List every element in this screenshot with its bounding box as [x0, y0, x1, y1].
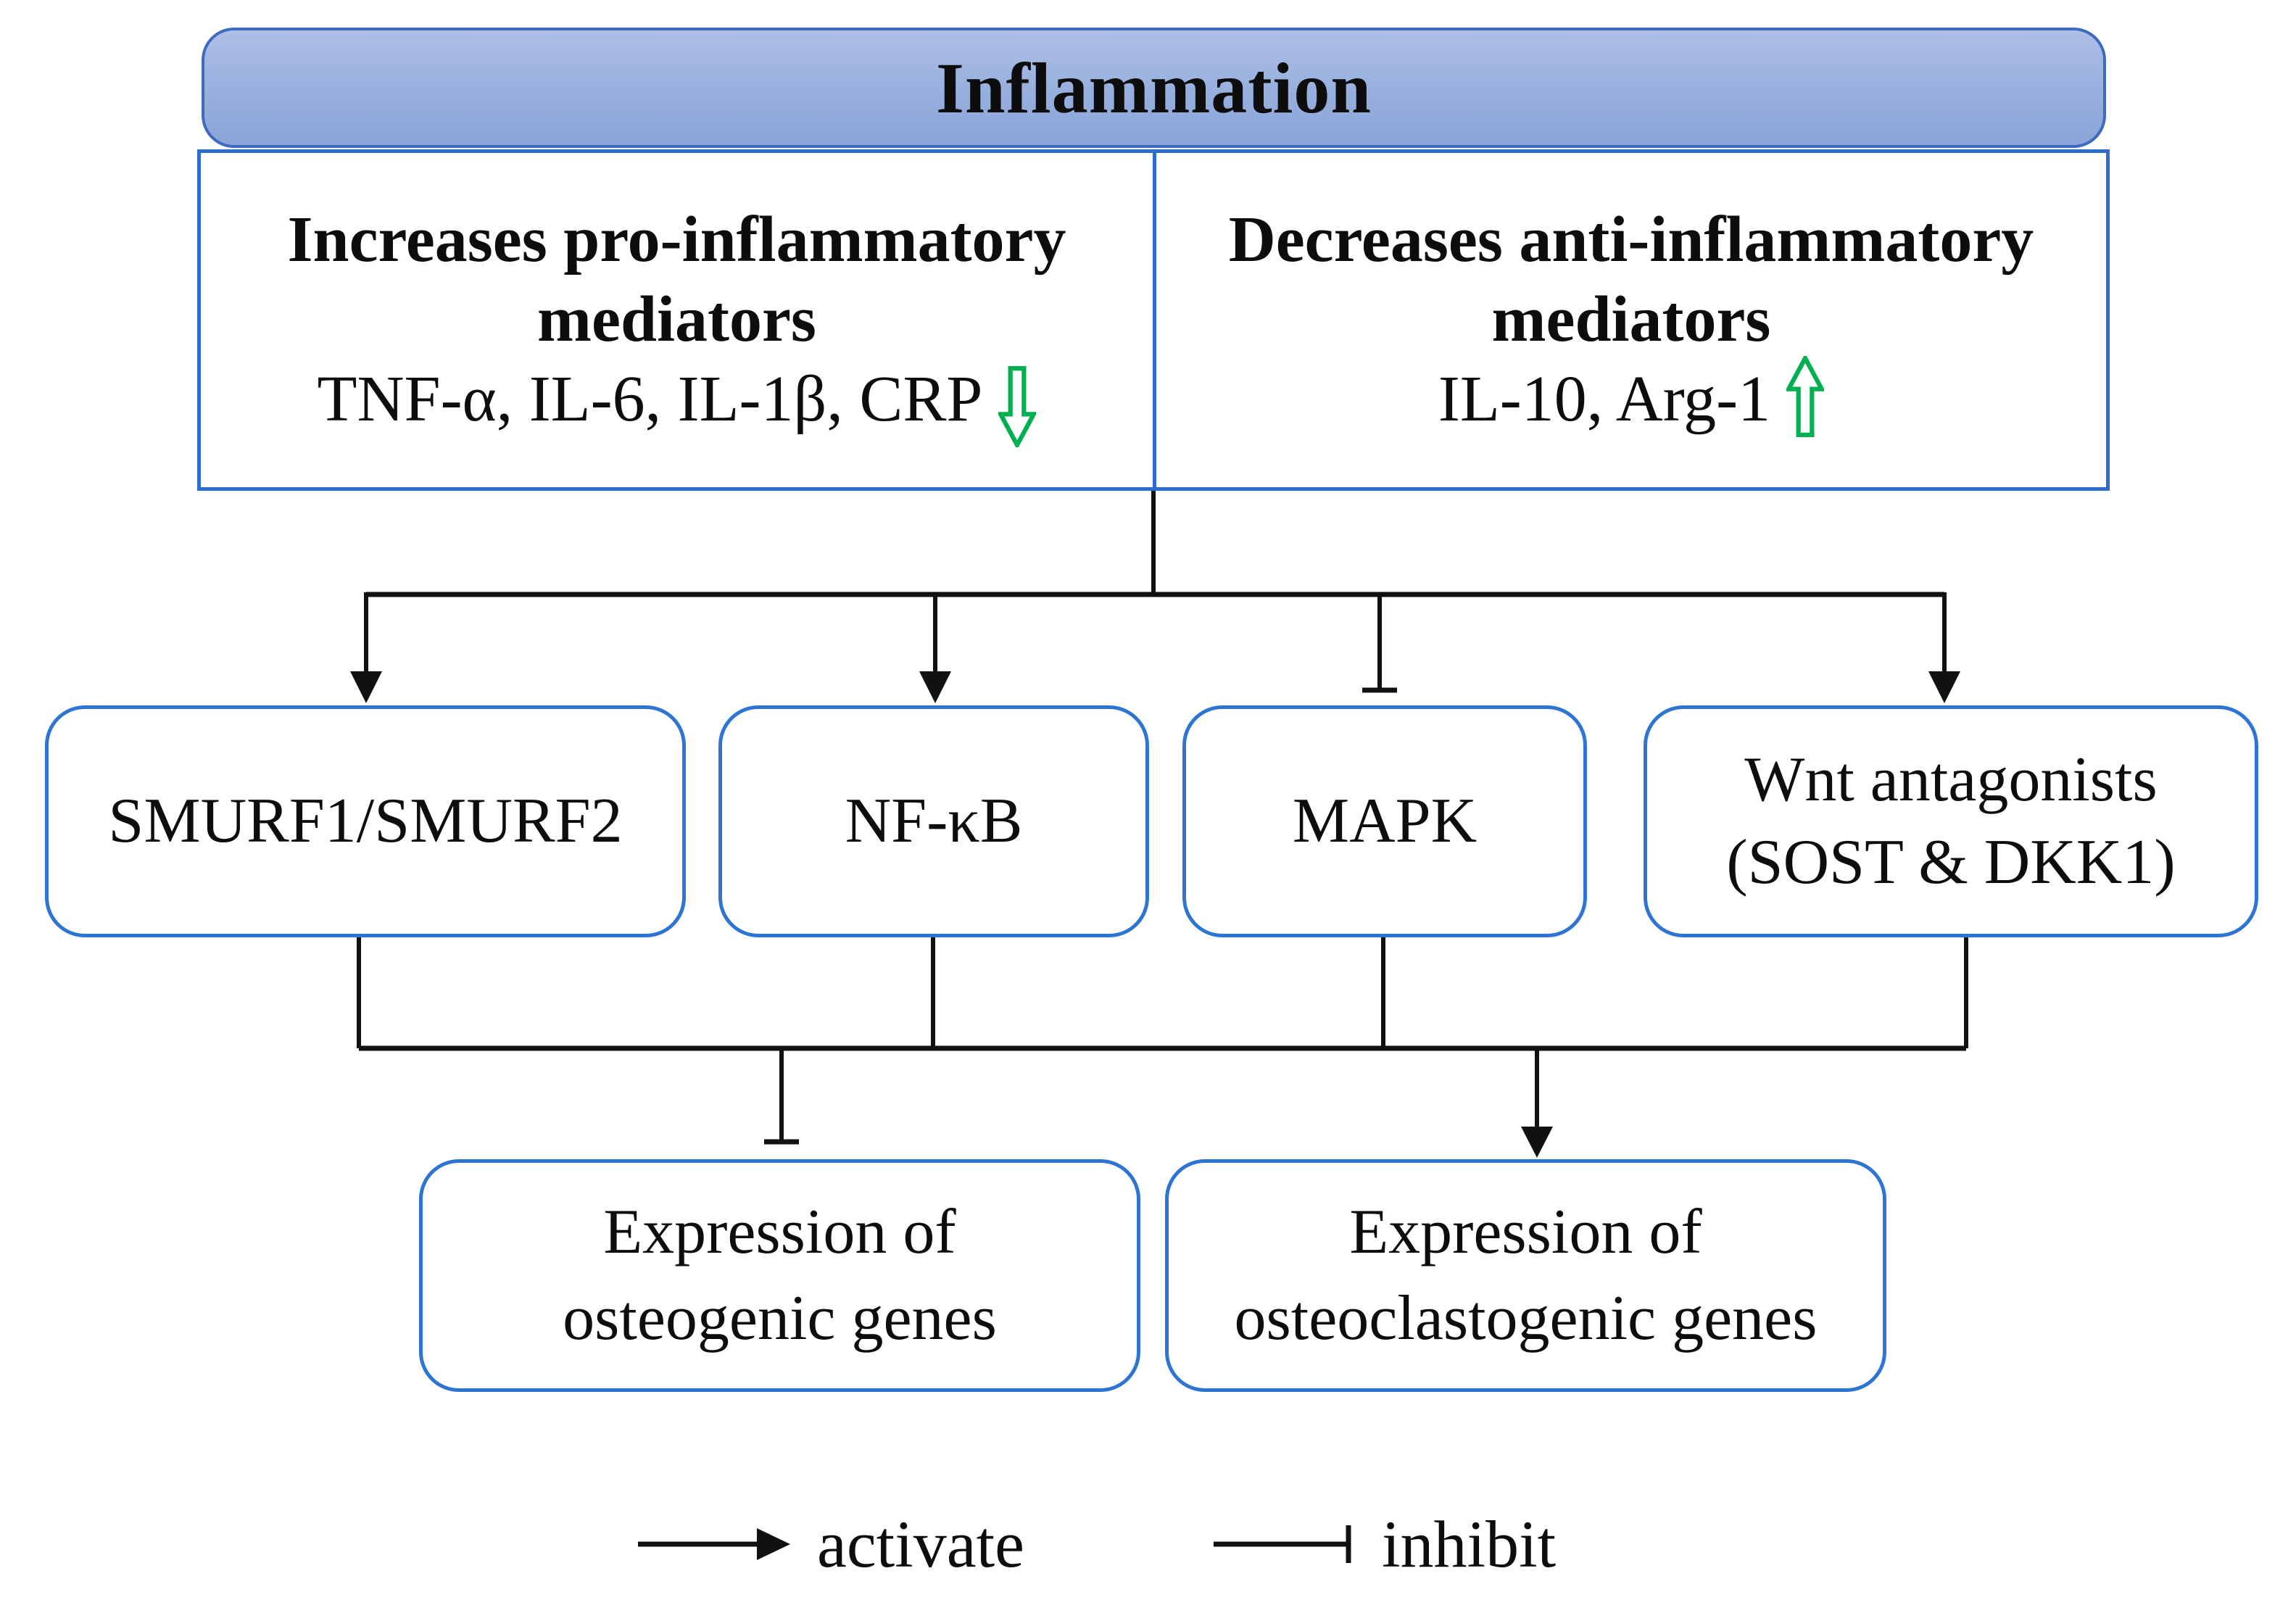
node-smurf-label: SMURF1/SMURF2: [108, 785, 623, 856]
node-wnt: Wnt antagonists (SOST & DKK1): [1644, 705, 2258, 937]
anti-inflammatory-heading-line2: mediators: [1491, 283, 1771, 355]
osteogenic-line2: osteogenic genes: [563, 1282, 997, 1353]
legend-inhibit-label: inhibit: [1382, 1507, 1557, 1581]
outcome-osteoclastogenic: Expression of osteoclastogenic genes: [1165, 1159, 1886, 1392]
osteoclastogenic-line2: osteoclastogenic genes: [1234, 1282, 1818, 1353]
osteoclastogenic-line1: Expression of: [1349, 1196, 1702, 1267]
pro-inflammatory-items-row: TNF-α, IL-6, IL-1β, CRP: [317, 359, 1037, 448]
pro-inflammatory-cell: Increases pro-inflammatory mediators TNF…: [201, 153, 1153, 487]
green-up-block-arrow-icon: [1786, 356, 1825, 438]
node-mapk-label: MAPK: [1292, 785, 1478, 856]
diagram-title: Inflammation: [936, 47, 1372, 128]
legend-inhibit: inhibit: [1212, 1507, 1556, 1581]
anti-inflammatory-items: IL-10, Arg-1: [1438, 363, 1771, 436]
outcome-osteogenic: Expression of osteogenic genes: [419, 1159, 1140, 1392]
activate-arrow-icon: [638, 1528, 790, 1560]
pro-inflammatory-heading-line2: mediators: [537, 283, 816, 355]
legend-activate-label: activate: [817, 1507, 1025, 1581]
pro-inflammatory-heading-line1: Increases pro-inflammatory: [287, 203, 1066, 275]
panel-divider: [1153, 153, 1156, 487]
mediator-panel: Increases pro-inflammatory mediators TNF…: [197, 149, 2110, 491]
inflammation-header-box: Inflammation: [202, 28, 2106, 148]
node-wnt-label-line2: (SOST & DKK1): [1726, 827, 2176, 897]
node-nfkb-label: NF-κB: [845, 785, 1023, 856]
legend-activate: activate: [637, 1507, 1024, 1581]
anti-inflammatory-items-row: IL-10, Arg-1: [1438, 356, 1825, 440]
node-smurf: SMURF1/SMURF2: [45, 705, 686, 937]
arrowhead-osteoclastogenic: [1521, 1127, 1553, 1158]
arrowhead-smurf: [350, 671, 382, 703]
anti-inflammatory-heading-line1: Decreases anti-inflammatory: [1228, 203, 2034, 275]
inhibit-tee-icon: [1214, 1525, 1351, 1563]
arrowhead-wnt: [1928, 671, 1960, 703]
osteogenic-line1: Expression of: [603, 1196, 956, 1267]
pro-inflammatory-items: TNF-α, IL-6, IL-1β, CRP: [317, 363, 983, 436]
node-nfkb: NF-κB: [718, 705, 1149, 937]
node-mapk: MAPK: [1182, 705, 1587, 937]
anti-inflammatory-cell: Decreases anti-inflammatory mediators IL…: [1156, 153, 2106, 487]
green-down-block-arrow-icon: [998, 366, 1037, 448]
arrowhead-nfkb: [919, 671, 951, 703]
node-wnt-label-line1: Wnt antagonists: [1744, 744, 2158, 815]
